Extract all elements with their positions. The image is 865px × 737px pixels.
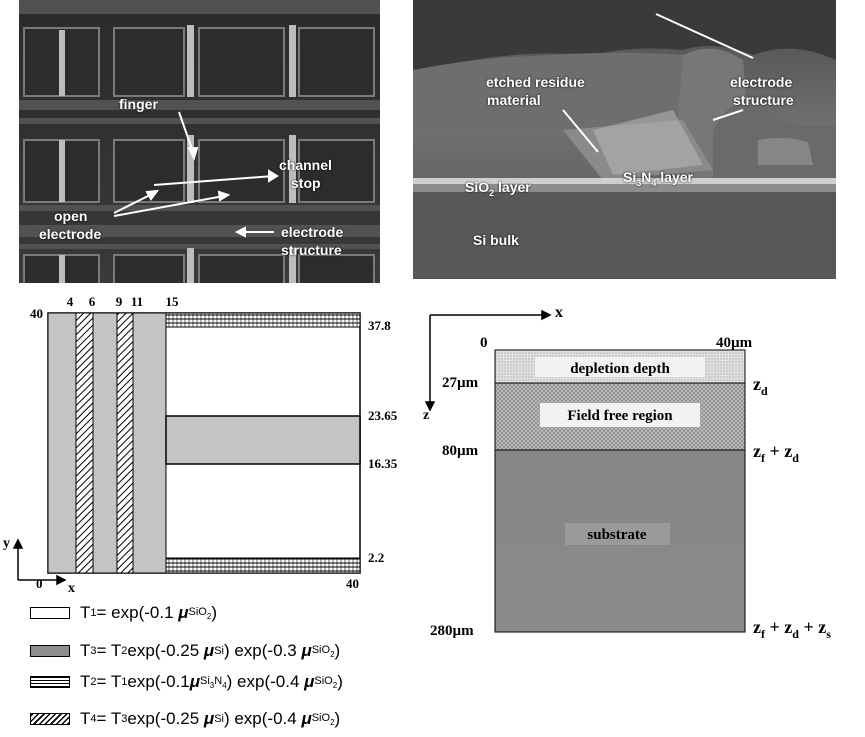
tick-top-6: 6 (89, 294, 96, 309)
region-t3-strip-2 (92, 312, 118, 574)
label-zf-zd-zs: zf + zd + zs (753, 617, 831, 640)
legend-swatch-t2 (30, 676, 70, 688)
label-bg-depletion (535, 357, 705, 377)
region-t3-middle (165, 415, 361, 465)
region-t3-strip-1 (47, 312, 77, 574)
axis-x-depth-label: x (555, 304, 563, 321)
label-open-electrode: electrode (39, 226, 102, 242)
depth-label-27: 27µm (442, 375, 479, 391)
axis-z-depth-label: z (423, 408, 429, 423)
label-si3n4-layer: Si3N4 layer (623, 169, 693, 188)
axis-x-label: x (68, 581, 75, 595)
sem-image-electrode-top-view: finger channel stop open electrode elect… (19, 0, 380, 283)
sem-image-2-graphic (413, 0, 836, 279)
region-t3-strip-3 (132, 312, 167, 574)
label-electrode-2: electrode (730, 74, 793, 90)
depth-profile-diagram: x z depletion depth Field free region su… (423, 304, 831, 640)
label-zf-zd: zf + zd (753, 441, 799, 465)
legend-swatch-t1 (30, 607, 70, 619)
region-t2-bottom (165, 557, 361, 574)
label-structure-2: structure (733, 92, 794, 108)
label-sio2-layer: SiO2 layer (465, 179, 531, 198)
depth-label-0: 0 (480, 335, 488, 351)
tick-origin-0: 0 (36, 576, 43, 591)
sem-image-1-graphic (19, 0, 380, 283)
label-structure: structure (281, 242, 342, 258)
sem-image-cross-section: etched residue material electrode struct… (413, 0, 836, 279)
depth-label-80: 80µm (442, 443, 479, 459)
tick-right-16-35: 16.35 (368, 456, 398, 471)
label-si-bulk: Si bulk (473, 232, 519, 248)
region-t2-top (165, 312, 361, 328)
tick-top-4: 4 (67, 294, 74, 309)
depth-label-280: 280µm (430, 623, 474, 639)
label-material: material (487, 92, 541, 108)
tick-x-40: 40 (346, 576, 359, 591)
tick-top-11: 11 (131, 294, 143, 309)
region-label-depletion: depletion depth (570, 361, 670, 377)
pixel-layout-diagram: 4 6 9 11 15 37.8 23.65 16.35 2.2 40 0 40… (3, 294, 398, 595)
label-bg-substrate (565, 523, 670, 545)
label-finger: finger (119, 96, 158, 112)
axis-y-label: y (3, 536, 10, 551)
legend-swatch-t4 (30, 713, 70, 725)
region-label-substrate: substrate (587, 527, 647, 543)
label-etched-residue: etched residue (486, 74, 585, 90)
tick-y-40: 40 (30, 306, 43, 321)
width-label-40: 40µm (716, 335, 753, 351)
label-stop: stop (291, 175, 321, 191)
tick-top-15: 15 (166, 294, 180, 309)
label-open: open (54, 208, 88, 224)
label-bg-field-free (540, 403, 700, 427)
region-t4-strip-2 (116, 312, 134, 574)
label-electrode: electrode (281, 224, 344, 240)
tick-top-9: 9 (116, 294, 123, 309)
tick-right-23-65: 23.65 (368, 408, 398, 423)
label-channel: channel (279, 157, 332, 173)
label-zd: zd (753, 374, 768, 398)
tick-right-2-2: 2.2 (368, 550, 384, 565)
tick-right-37-8: 37.8 (368, 318, 391, 333)
legend-swatch-t3 (30, 645, 70, 657)
region-t4-strip-1 (75, 312, 94, 574)
region-label-field-free: Field free region (567, 408, 673, 424)
